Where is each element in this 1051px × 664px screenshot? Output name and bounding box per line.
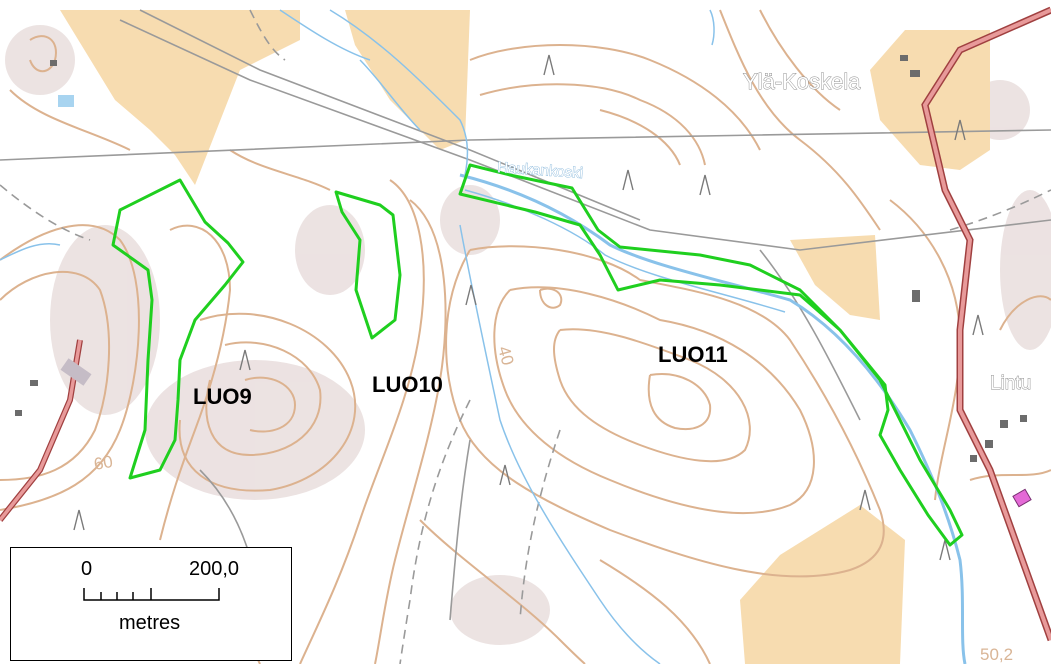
area-boundary-luo9[interactable]	[111, 178, 245, 480]
place-label-yla-koskela: Ylä-Koskela	[743, 69, 861, 94]
study-area-boundaries	[111, 163, 964, 547]
building-gray	[60, 358, 92, 386]
river-label-haukankoski: Haukankoski	[497, 159, 584, 182]
area-label-luo9[interactable]: LUO9	[193, 384, 252, 409]
rock-symbols	[73, 54, 984, 561]
scale-bar-zero: 0	[81, 558, 93, 580]
contour-label-50-2: 50,2	[980, 645, 1013, 664]
scale-bar-ruler	[83, 588, 220, 601]
area-label-luo11[interactable]: LUO11	[658, 342, 728, 367]
pond	[58, 95, 74, 107]
area-label-luo10[interactable]: LUO10	[372, 372, 443, 397]
area-boundary-luo11[interactable]	[458, 163, 964, 547]
contour-label-60: 60	[92, 452, 114, 474]
building-pink	[1012, 488, 1032, 508]
area-boundary-luo10[interactable]	[334, 190, 402, 340]
place-label-lintu: Lintu	[990, 373, 1031, 394]
tracks-and-boundaries	[0, 9, 1051, 621]
buildings	[15, 55, 1027, 462]
scale-bar: 0 200,0 metres	[10, 547, 292, 661]
contour-label-40: 40	[494, 344, 517, 367]
scale-bar-unit: metres	[119, 612, 181, 634]
scale-bar-max: 200,0	[189, 558, 240, 580]
